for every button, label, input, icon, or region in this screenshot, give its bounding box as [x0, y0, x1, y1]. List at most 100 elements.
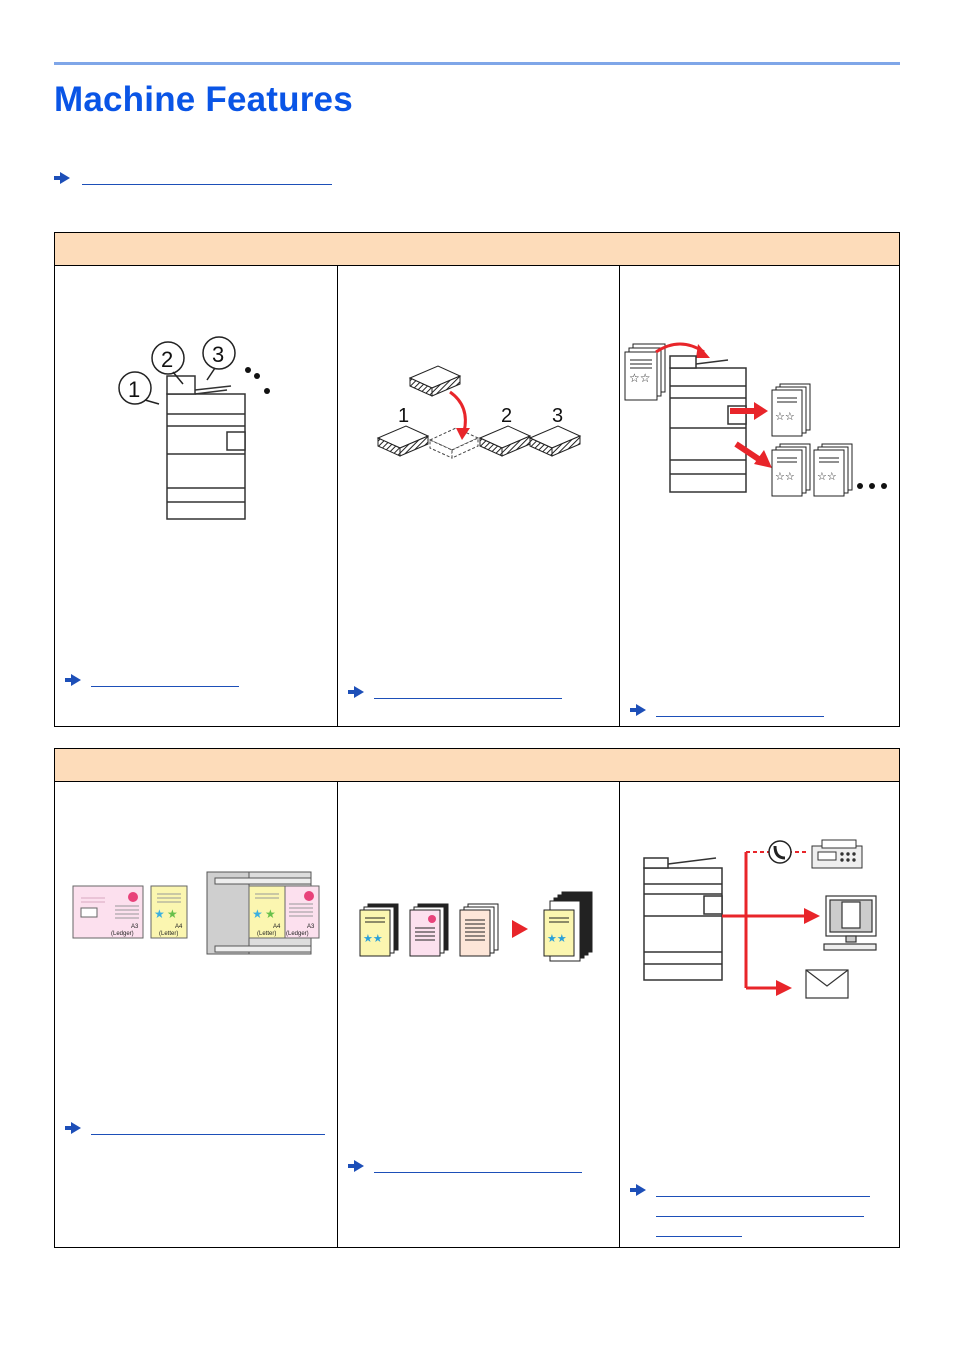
arrow-right-icon [54, 172, 70, 184]
output-arrow-icon [734, 441, 772, 468]
link-underline [656, 1196, 870, 1197]
link-underline [91, 1134, 325, 1135]
job-number-3: 3 [212, 342, 224, 367]
arrow-right-icon [630, 1184, 646, 1196]
link-underline [82, 184, 332, 185]
letter-label: (Letter) [257, 931, 276, 937]
reference-link[interactable] [628, 1182, 888, 1242]
placeholder-stack-icon [428, 427, 480, 459]
a4-page-icon: ★★ A4 (Letter) [150, 885, 188, 939]
original-document-icon: ☆☆ [624, 343, 666, 401]
feature-cells-row-1: 1 2 3 [55, 266, 899, 726]
reference-link[interactable] [346, 684, 586, 700]
phone-icon [768, 840, 792, 864]
link-underline [656, 1216, 864, 1217]
copy-stack-icon: ☆☆ [771, 383, 811, 437]
section-header-2 [55, 749, 899, 782]
combined-stack-icon: ★★ [543, 891, 593, 962]
mixed-size-originals-illustration: A3 (Ledger) ★★ A4 (Letter) [72, 871, 320, 955]
a3-page-icon: A3 (Ledger) [72, 885, 144, 939]
ledger-label: (Ledger) [111, 931, 134, 937]
feature-cell-mixed-sizes: A3 (Ledger) ★★ A4 (Letter) [55, 782, 337, 1247]
svg-text:☆☆: ☆☆ [817, 471, 837, 483]
feature-section-1: 1 2 3 [54, 232, 900, 727]
document-stack-icon [459, 903, 499, 957]
link-underline [656, 1236, 742, 1237]
job-number-2: 2 [161, 347, 173, 372]
link-underline [374, 698, 562, 699]
fax-machine-icon [811, 839, 863, 869]
svg-text:☆☆: ☆☆ [629, 371, 651, 385]
arrow-right-icon [630, 704, 646, 716]
stack-insert-illustration: 1 2 3 [376, 365, 582, 459]
arrow-right-icon [65, 674, 81, 686]
svg-text:★: ★ [252, 907, 263, 921]
computer-icon [823, 895, 877, 951]
envelope-icon [805, 969, 849, 999]
copy-stack-icon: ☆☆ [771, 443, 811, 497]
link-underline [656, 716, 824, 717]
link-underline [91, 686, 239, 687]
stack-number-1: 1 [398, 405, 409, 427]
feature-cell-copies-output: ☆☆ [619, 266, 901, 726]
document-stack-icon: ★★ [359, 903, 399, 957]
stack-number-2: 2 [501, 405, 512, 427]
link-underline [374, 1172, 582, 1173]
svg-text:☆☆: ☆☆ [775, 471, 795, 483]
speech-bubbles-icon [118, 336, 236, 405]
feature-cell-stack-insert: 1 2 3 [337, 266, 619, 726]
svg-text:★: ★ [167, 907, 178, 921]
feature-cell-multiple-jobs: 1 2 3 [55, 266, 337, 726]
feature-cells-row-2: A3 (Ledger) ★★ A4 (Letter) [55, 782, 899, 1247]
paper-stack-icon [408, 365, 462, 397]
printer-icon [643, 857, 723, 981]
arrowhead-icon [696, 344, 710, 358]
feature-cell-continuous-scan: ★★ ★★ [337, 782, 619, 1247]
job-number-1: 1 [128, 377, 140, 402]
a3-label: A3 [131, 924, 139, 930]
reference-link[interactable] [63, 1120, 333, 1136]
output-arrow-icon [730, 402, 768, 420]
svg-text:★★: ★★ [363, 933, 383, 945]
svg-text:★: ★ [265, 907, 276, 921]
printer-icon [166, 375, 246, 520]
printer-icon [669, 355, 747, 493]
play-arrow-icon [512, 920, 528, 938]
arrowhead-icon [804, 908, 820, 924]
reference-link[interactable] [346, 1158, 606, 1174]
curved-arrow-icon [449, 390, 467, 433]
a3-page-icon: A3 (Ledger) [284, 885, 320, 939]
ellipsis-icon [857, 483, 887, 489]
paper-stack-icon [528, 425, 582, 457]
send-destinations-illustration [643, 839, 877, 999]
svg-text:★★: ★★ [547, 933, 567, 945]
paper-stack-icon [376, 425, 430, 457]
copies-output-illustration: ☆☆ [624, 342, 887, 497]
a4-label: A4 [175, 924, 183, 930]
svg-text:☆☆: ☆☆ [775, 411, 795, 423]
arrow-right-icon [65, 1122, 81, 1134]
svg-text:★: ★ [154, 907, 165, 921]
continuous-scan-illustration: ★★ ★★ [359, 891, 593, 962]
arrowhead-icon [456, 428, 470, 440]
section-header-1 [55, 233, 899, 266]
reference-link[interactable] [628, 702, 848, 718]
feature-cell-send-destinations [619, 782, 901, 1247]
arrowhead-icon [776, 980, 792, 996]
top-rule [54, 62, 900, 65]
ellipsis-icon [245, 367, 270, 394]
paper-stack-icon [478, 425, 532, 457]
feature-section-2: A3 (Ledger) ★★ A4 (Letter) [54, 748, 900, 1248]
letter-label: (Letter) [159, 931, 178, 937]
reference-link[interactable] [54, 170, 334, 186]
a4-label: A4 [273, 924, 281, 930]
a4-page-icon: ★★ A4 (Letter) [248, 885, 286, 939]
document-stack-icon [409, 903, 449, 957]
page-title: Machine Features [54, 80, 353, 119]
reference-link[interactable] [63, 672, 263, 688]
stack-number-3: 3 [552, 405, 563, 427]
copy-stack-icon: ☆☆ [813, 443, 853, 497]
arrow-right-icon [348, 686, 364, 698]
a3-label: A3 [307, 924, 315, 930]
ledger-label: (Ledger) [286, 931, 309, 937]
